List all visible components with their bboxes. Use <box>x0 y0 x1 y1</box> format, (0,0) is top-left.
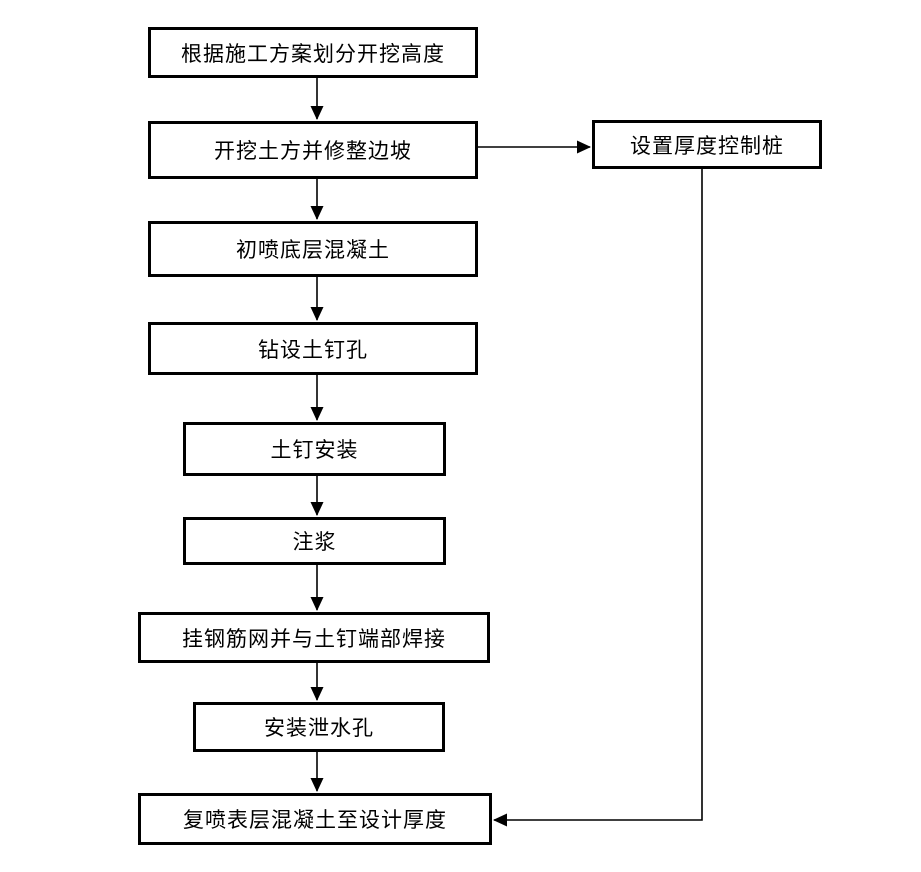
flow-node-drill-soil-nail-holes: 钻设土钉孔 <box>148 322 478 375</box>
flow-node-label: 注浆 <box>292 531 337 554</box>
flow-node-initial-shotcrete-bottom-layer: 初喷底层混凝土 <box>148 221 478 277</box>
flow-node-install-soil-nails: 土钉安装 <box>183 422 446 476</box>
flow-node-label: 复喷表层混凝土至设计厚度 <box>183 809 447 832</box>
flow-node-install-weep-holes: 安装泄水孔 <box>193 702 445 752</box>
edge-side-box-to-step9 <box>493 169 703 827</box>
flow-node-re-shotcrete-surface-to-design-thickness: 复喷表层混凝土至设计厚度 <box>138 793 492 845</box>
flow-node-label: 初喷底层混凝土 <box>236 239 390 262</box>
flow-node-label: 土钉安装 <box>270 439 359 462</box>
flow-node-divide-excavation-height: 根据施工方案划分开挖高度 <box>148 27 478 78</box>
flow-node-grouting: 注浆 <box>183 517 446 565</box>
flow-node-label: 设置厚度控制桩 <box>630 134 784 158</box>
flow-node-hang-rebar-mesh-weld-to-nail-ends: 挂钢筋网并与土钉端部焊接 <box>138 612 490 663</box>
flow-node-label: 根据施工方案划分开挖高度 <box>181 42 445 66</box>
flow-node-set-thickness-control-piles: 设置厚度控制桩 <box>592 120 822 169</box>
flow-node-label: 安装泄水孔 <box>264 717 374 740</box>
flow-node-label: 钻设土钉孔 <box>258 338 368 362</box>
flow-node-label: 挂钢筋网并与土钉端部焊接 <box>182 627 446 651</box>
flow-node-label: 开挖土方并修整边坡 <box>214 140 412 163</box>
flow-node-excavate-and-trim-slope: 开挖土方并修整边坡 <box>148 121 478 179</box>
